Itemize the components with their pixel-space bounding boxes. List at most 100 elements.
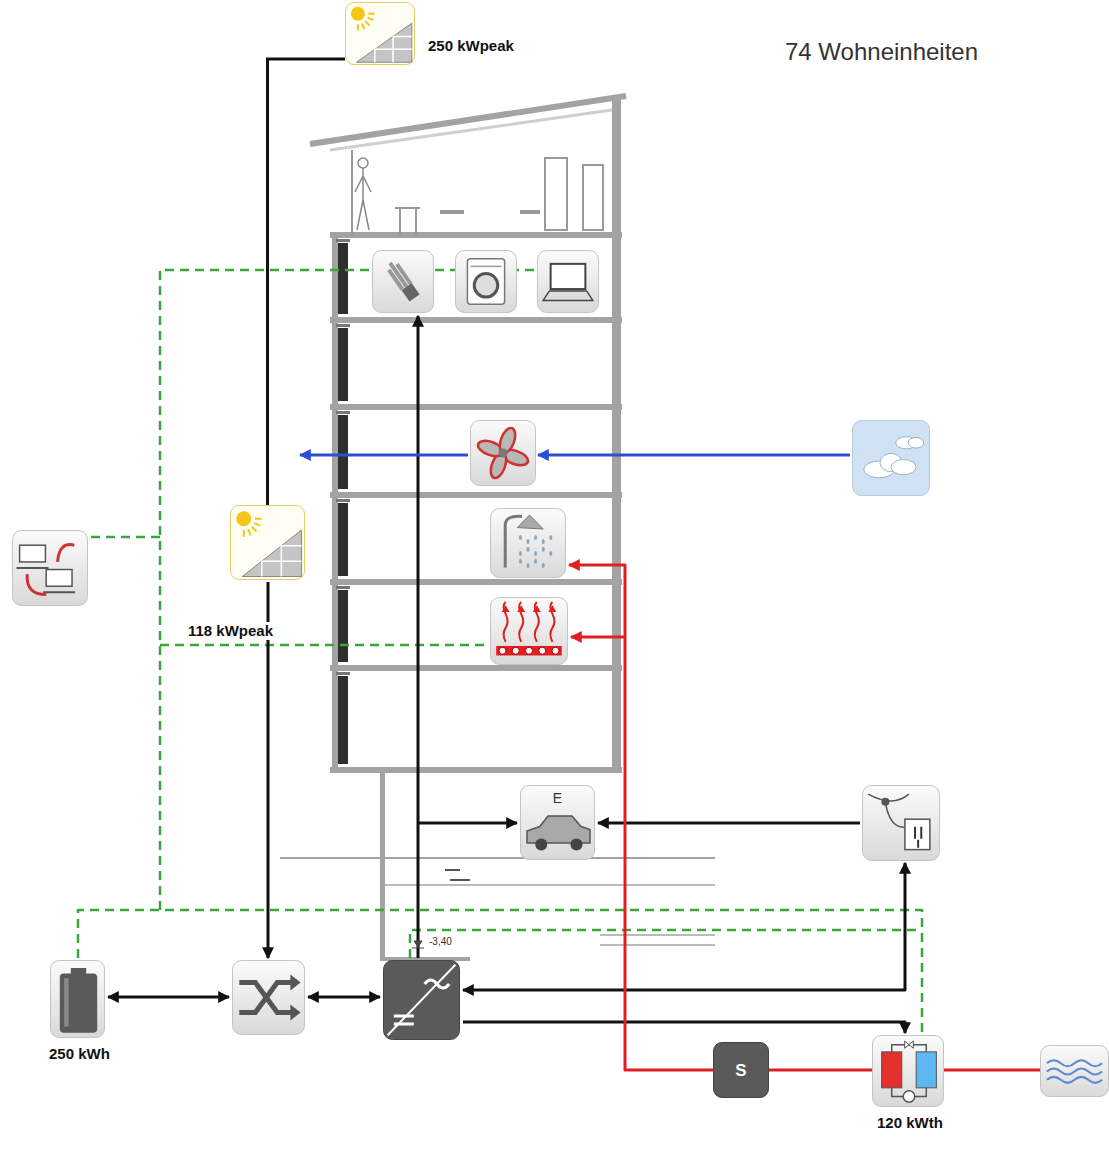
inverter-icon bbox=[384, 961, 460, 1040]
pv-roof-node: 250 kWpeak bbox=[345, 2, 415, 65]
drawing-circle bbox=[535, 839, 547, 851]
drawing-g bbox=[527, 816, 590, 851]
drawing-path bbox=[355, 168, 371, 230]
drawing-rect bbox=[467, 259, 504, 304]
window bbox=[338, 590, 348, 662]
drawing-path bbox=[543, 291, 593, 300]
drawing-path bbox=[905, 1041, 914, 1048]
icon-frame bbox=[13, 531, 88, 606]
ventilation-icon bbox=[471, 421, 536, 486]
drawing-rect bbox=[882, 1052, 902, 1088]
drawing-circle bbox=[236, 511, 251, 526]
drawing-path bbox=[280, 857, 715, 859]
floor-slab bbox=[330, 492, 622, 498]
drawing-circle bbox=[881, 798, 889, 806]
level-mark bbox=[412, 941, 424, 948]
power-line bbox=[417, 316, 420, 958]
drawing-line bbox=[368, 18, 374, 20]
floor-heating-icon bbox=[491, 598, 568, 665]
storage-tank-node: S bbox=[713, 1042, 769, 1098]
drawing-path bbox=[27, 574, 46, 595]
drawing-rect bbox=[440, 210, 464, 214]
control-line bbox=[160, 644, 490, 647]
floor-slab bbox=[330, 767, 622, 773]
drawing-ellipse bbox=[542, 547, 545, 552]
icon-frame bbox=[491, 509, 566, 578]
drawing-path bbox=[58, 545, 75, 562]
furniture bbox=[583, 165, 603, 230]
drawing-circle bbox=[571, 839, 583, 851]
icon-frame bbox=[491, 598, 568, 665]
drawing-ellipse bbox=[891, 460, 916, 475]
floor-slab bbox=[330, 317, 622, 323]
drawing-circle bbox=[552, 647, 559, 654]
power-line bbox=[108, 996, 229, 999]
drawing-ellipse bbox=[549, 551, 552, 556]
drawing-path bbox=[357, 23, 412, 62]
heat-line bbox=[571, 636, 625, 639]
floor-slab bbox=[330, 404, 622, 410]
battery-node: 250 kWh bbox=[50, 960, 105, 1038]
capacity-label: 250 kWh bbox=[47, 1045, 112, 1063]
drawing-g bbox=[60, 968, 97, 1033]
drawing-rect bbox=[520, 210, 540, 214]
floor-slab bbox=[330, 579, 622, 585]
drawing-path bbox=[425, 980, 450, 988]
control-line bbox=[410, 930, 922, 958]
icon-frame bbox=[233, 961, 305, 1035]
drawing-path bbox=[517, 515, 543, 529]
drawing-rect bbox=[336, 586, 350, 589]
drawing-ellipse bbox=[519, 535, 522, 540]
drawing-ellipse bbox=[549, 535, 552, 540]
drawing-path bbox=[533, 605, 541, 612]
air-line bbox=[538, 454, 850, 457]
drawing-rect bbox=[336, 411, 350, 414]
drawing-rect bbox=[336, 239, 350, 242]
drawing-path bbox=[43, 591, 75, 593]
control-line bbox=[160, 270, 540, 910]
drawing-path bbox=[915, 827, 921, 848]
drawing-rect bbox=[496, 646, 562, 656]
building-section bbox=[280, 96, 715, 961]
washer-icon bbox=[456, 251, 517, 313]
drawing-path bbox=[239, 983, 292, 1013]
control-line bbox=[78, 910, 922, 1033]
drawing-ellipse bbox=[542, 563, 545, 568]
diagram-title: 74 Wohneinheiten bbox=[785, 38, 978, 66]
icon-frame bbox=[384, 961, 460, 1040]
drawing-rect bbox=[60, 973, 97, 1032]
icon-frame bbox=[373, 251, 434, 313]
grid-connection-icon bbox=[863, 786, 940, 861]
window bbox=[338, 328, 348, 401]
drawing-path bbox=[445, 870, 470, 880]
drawing-path bbox=[868, 794, 909, 827]
node-letter: E bbox=[553, 790, 562, 806]
icon-frame bbox=[471, 421, 536, 486]
drawing-line bbox=[243, 530, 245, 537]
drawing-ellipse bbox=[527, 563, 530, 568]
drawing-path bbox=[17, 567, 49, 569]
node-letter: S bbox=[735, 1061, 746, 1080]
drawing-ellipse bbox=[534, 535, 537, 540]
heat-pump-node: 120 kWth bbox=[872, 1035, 944, 1107]
drawing-path bbox=[892, 1045, 927, 1097]
drawing-ellipse bbox=[534, 559, 537, 564]
facade-wall bbox=[332, 235, 338, 770]
drawing-circle bbox=[499, 647, 506, 654]
drawing-circle bbox=[903, 1091, 915, 1103]
window bbox=[338, 243, 348, 314]
drawing-rect bbox=[336, 499, 350, 502]
icon-frame bbox=[456, 251, 517, 313]
drawing-rect bbox=[46, 570, 72, 587]
drawing-rect bbox=[336, 324, 350, 327]
drawing-path bbox=[517, 605, 525, 612]
flow-connector bbox=[769, 1069, 872, 1072]
power-line bbox=[418, 822, 517, 825]
window bbox=[338, 503, 348, 576]
drawing-rect bbox=[20, 545, 46, 562]
power-line bbox=[463, 863, 905, 990]
window bbox=[338, 415, 348, 489]
